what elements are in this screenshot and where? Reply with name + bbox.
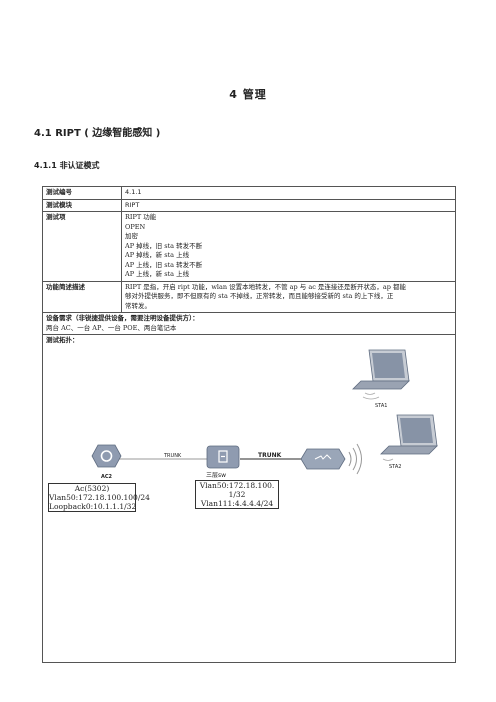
test-id-label: 测试编号 <box>42 186 122 200</box>
table-row: 测试拓扑： <box>42 334 456 663</box>
laptop-icon-sta1 <box>352 349 410 400</box>
subsection-title: 4.1.1 非认证模式 <box>34 161 100 170</box>
ac-config-box: Ac(5302) Vlan50:172.18.100.100/24 Loopba… <box>48 483 150 512</box>
list-item: AP 上线，新 sta 上线 <box>125 270 190 278</box>
table-row: 测试项 RIPT 功能 OPEN 加密 AP 掉线，旧 sta 转发不断 AP … <box>42 211 456 282</box>
ac-label: AC2 <box>101 474 113 480</box>
switch-device-icon <box>206 445 240 469</box>
trunk-label-2: TRUNK <box>258 452 282 459</box>
test-id-value: 4.1.1 <box>121 186 456 200</box>
table-row: 设备需求（非锐捷提供设备，需要注明设备提供方）： 两台 AC、一台 AP、一台 … <box>42 312 456 335</box>
desc-line: RIPT 是指，开启 ript 功能，wlan 设置本地转发，不管 ap 与 a… <box>125 282 407 291</box>
ap-device-icon <box>300 448 346 470</box>
topology-diagram <box>91 349 438 475</box>
topology-title: 测试拓扑： <box>46 336 79 344</box>
desc-label: 功能简述描述 <box>42 280 122 313</box>
equipment-title: 设备需求（非锐捷提供设备，需要注明设备提供方）： <box>46 314 199 322</box>
list-item: OPEN <box>125 222 146 231</box>
list-item: 加密 <box>125 232 138 240</box>
test-spec-table: 测试编号 4.1.1 测试模块 RIPT 测试项 RIPT 功能 OPEN 加密… <box>42 186 456 663</box>
ac-config-line: Loopback0:10.1.1.1/32 <box>49 502 137 511</box>
list-item: AP 掉线，新 sta 上线 <box>125 251 190 259</box>
switch-config-box: Vlan50:172.18.100. 1/32 Vlan111:4.4.4.4/… <box>195 480 279 509</box>
laptop-icon-sta2 <box>380 414 438 461</box>
table-row: 功能简述描述 RIPT 是指，开启 ript 功能，wlan 设置本地转发，不管… <box>42 280 456 313</box>
ac-config-line: Vlan50:172.18.100.100/24 <box>49 493 150 502</box>
sw-config-line: Vlan50:172.18.100. <box>199 481 275 490</box>
wireless-signal-icon <box>348 443 362 475</box>
sta2-label: STA2 <box>389 464 402 470</box>
module-value: RIPT <box>121 198 456 212</box>
trunk-label-1: TRUNK <box>164 453 182 459</box>
list-item: AP 上线，旧 sta 转发不断 <box>125 260 203 269</box>
sw-config-line: 1/32 <box>228 490 246 499</box>
equipment-cell: 设备需求（非锐捷提供设备，需要注明设备提供方）： 两台 AC、一台 AP、一台 … <box>42 312 456 335</box>
equipment-text: 两台 AC、一台 AP、一台 POE、两台笔记本 <box>46 323 177 332</box>
desc-line: 够对外提供服务，即不但原有的 sta 不掉线，正常转发，而且能够接受新的 sta… <box>125 292 394 300</box>
table-row: 测试编号 4.1.1 <box>42 186 456 200</box>
desc-text: RIPT 是指，开启 ript 功能，wlan 设置本地转发，不管 ap 与 a… <box>121 280 456 313</box>
list-item: RIPT 功能 <box>125 213 157 221</box>
switch-label: 三层sw <box>206 472 227 479</box>
sw-config-line: Vlan111:4.4.4.4/24 <box>200 499 274 508</box>
table-row: 测试模块 RIPT <box>42 198 456 212</box>
list-item: AP 掉线，旧 sta 转发不断 <box>125 241 203 250</box>
topology-cell: 测试拓扑： <box>42 334 456 663</box>
sta1-label: STA1 <box>375 403 388 409</box>
ac-config-line: Ac(5302) <box>74 484 110 493</box>
desc-line: 常转发。 <box>125 301 151 310</box>
ac-device-icon <box>91 444 122 468</box>
items-list: RIPT 功能 OPEN 加密 AP 掉线，旧 sta 转发不断 AP 掉线，新… <box>121 211 456 282</box>
items-label: 测试项 <box>42 211 122 282</box>
section-title: 4.1 RIPT ( 边缘智能感知 ) <box>34 128 161 139</box>
chapter-title: 4 管理 <box>229 88 267 101</box>
module-label: 测试模块 <box>42 198 122 212</box>
